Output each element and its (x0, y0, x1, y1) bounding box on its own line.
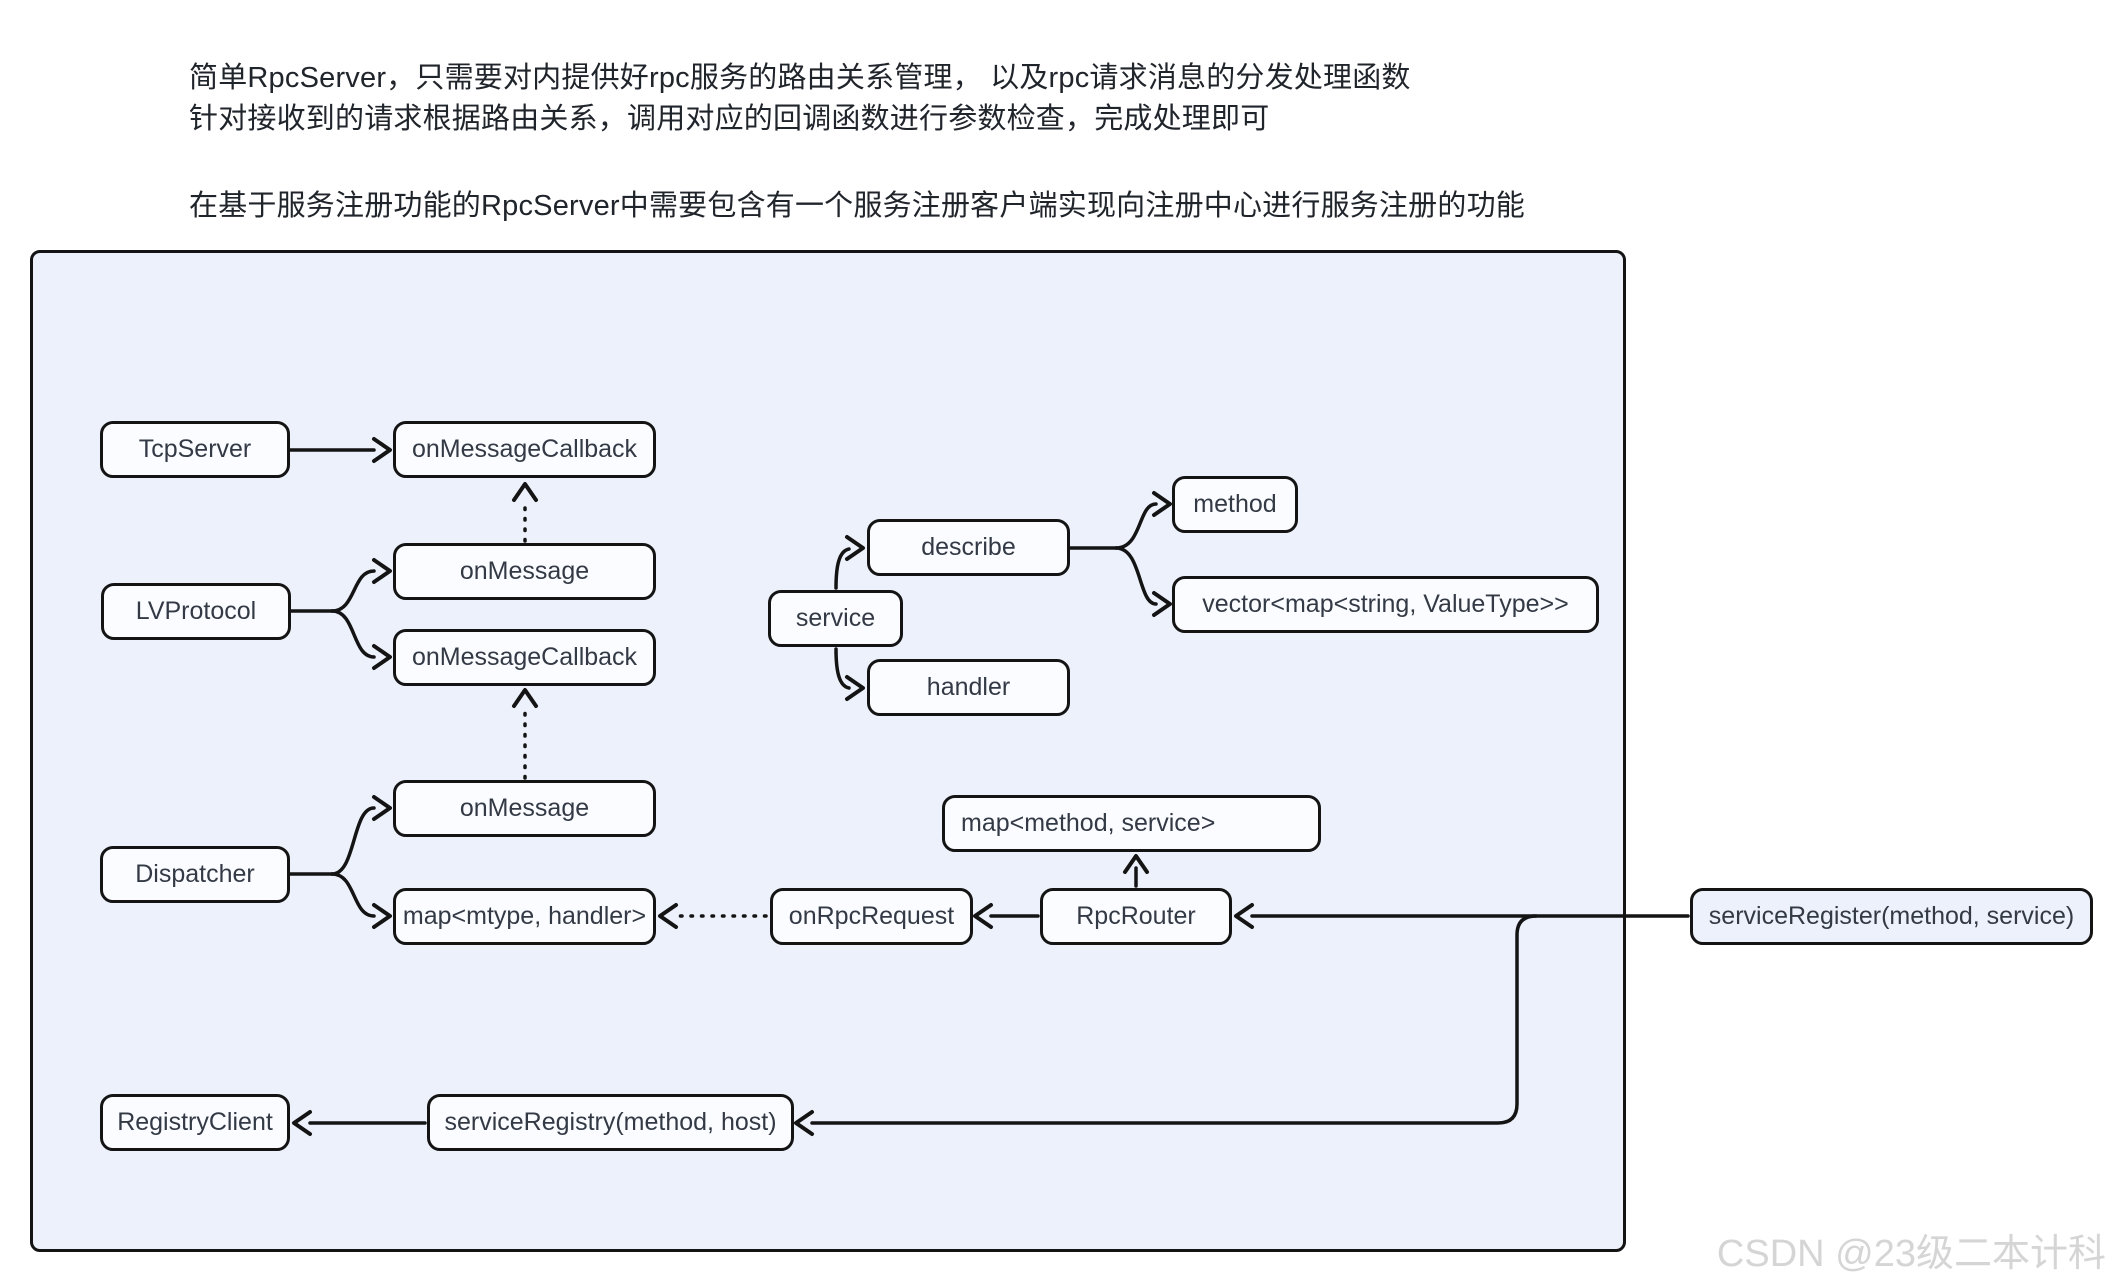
edge-onmessage2-to-onmessagecallback2-dotted (512, 688, 538, 780)
arrowhead-up (512, 482, 538, 502)
edge-onmessage1-to-onmessagecallback1-dotted (512, 482, 538, 543)
arrowhead-right (1152, 491, 1172, 517)
edge-serviceregister-to-serviceregistry (794, 914, 1538, 1136)
csdn-watermark: CSDN @23级二本计科 (1716, 1233, 2106, 1275)
node-onmessagecallback-2: onMessageCallback (393, 629, 656, 686)
edge-lvprotocol-branch (289, 558, 392, 670)
arrowhead-up (512, 688, 538, 708)
edge-service-to-handler (834, 647, 865, 701)
edge-rpcrouter-to-onrpcrequest (973, 903, 1040, 929)
arrowhead-left (1234, 903, 1254, 929)
node-onrpcrequest: onRpcRequest (770, 888, 973, 945)
edge-rpcrouter-to-mapmethodservice (1123, 854, 1149, 888)
arrowhead-right (372, 558, 392, 584)
edge-describe-branch (1068, 491, 1172, 617)
arrowhead-right (372, 795, 392, 821)
node-map-method-service: map<method, service> (942, 795, 1321, 852)
intro-line-2: 针对接收到的请求根据路由关系，调用对应的回调函数进行参数检查，完成处理即可 (189, 103, 1270, 135)
intro-line-3: 在基于服务注册功能的RpcServer中需要包含有一个服务注册客户端实现向注册中… (189, 190, 1525, 222)
node-dispatcher: Dispatcher (100, 846, 290, 903)
arrowhead-left (794, 1110, 814, 1136)
node-map-mtype-handler: map<mtype, handler> (393, 888, 656, 945)
arrowhead-right (372, 437, 392, 463)
intro-line-1: 简单RpcServer，只需要对内提供好rpc服务的路由关系管理， 以及rpc请… (189, 62, 1411, 94)
node-service: service (768, 590, 903, 647)
arrowhead-left (658, 903, 678, 929)
edge-serviceregister-to-rpcrouter (1234, 903, 1690, 929)
node-handler: handler (867, 659, 1070, 716)
edge-dispatcher-branch (288, 795, 392, 929)
diagram-panel (30, 250, 1626, 1252)
arrowhead-right (372, 644, 392, 670)
node-rpcrouter: RpcRouter (1040, 888, 1232, 945)
edge-serviceregistry-to-registryclient (292, 1110, 427, 1136)
node-lvprotocol: LVProtocol (101, 583, 291, 640)
node-vector-map: vector<map<string, ValueType>> (1172, 576, 1599, 633)
node-method: method (1172, 476, 1298, 533)
node-onmessage-1: onMessage (393, 543, 656, 600)
arrowhead-up (1123, 854, 1149, 874)
edge-service-to-describe (834, 535, 865, 590)
arrowhead-right (845, 535, 865, 561)
arrowhead-left (292, 1110, 312, 1136)
node-describe: describe (867, 519, 1070, 576)
edge-onrpcrequest-to-mapmtype-dotted (658, 903, 768, 929)
node-service-register: serviceRegister(method, service) (1690, 888, 2093, 945)
arrowhead-right (1152, 591, 1172, 617)
node-registry-client: RegistryClient (100, 1094, 290, 1151)
arrowhead-right (372, 903, 392, 929)
node-onmessagecallback-1: onMessageCallback (393, 421, 656, 478)
arrowhead-right (845, 675, 865, 701)
arrowhead-left (973, 903, 993, 929)
node-onmessage-2: onMessage (393, 780, 656, 837)
edge-tcpserver-to-onmessagecallback (288, 437, 392, 463)
node-service-registry: serviceRegistry(method, host) (427, 1094, 794, 1151)
node-tcpserver: TcpServer (100, 421, 290, 478)
